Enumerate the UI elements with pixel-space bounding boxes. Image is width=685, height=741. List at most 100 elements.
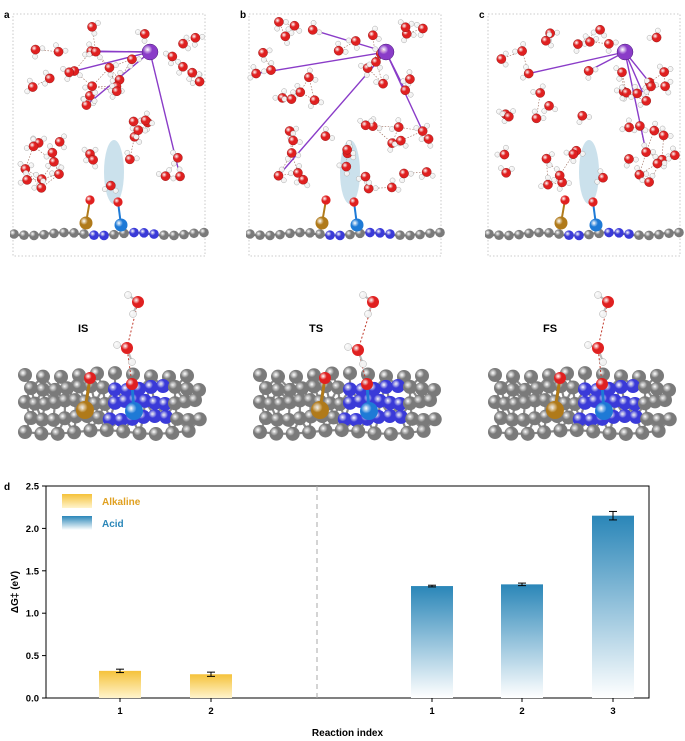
hydrogen-atom: [32, 53, 38, 60]
oxygen-atom: [624, 122, 634, 133]
hydrogen-atom: [81, 146, 88, 153]
carbon-atom: [379, 369, 393, 384]
carbon-atom: [285, 426, 300, 441]
hydrogen-atom: [183, 34, 190, 41]
hydrogen-atom: [310, 20, 317, 26]
oxygen-atom: [660, 81, 670, 92]
nitrogen-atom: [108, 382, 122, 397]
carbon-atom: [318, 423, 333, 438]
hydrogen-atom: [573, 48, 580, 54]
hydrogen-atom: [389, 177, 396, 184]
metal-site-blue: [125, 402, 143, 420]
nitrogen-atom: [574, 230, 584, 241]
carbon-atom: [109, 229, 119, 240]
hydrogen-atom: [427, 142, 434, 149]
water-oxygen: [352, 344, 364, 356]
hydrogen-atom: [546, 162, 553, 168]
zoom-structure-is: [18, 291, 207, 441]
hydrogen-atom: [268, 60, 275, 66]
carbon-atom: [494, 230, 504, 240]
oxygen-atom: [274, 17, 284, 27]
oxygen-atom: [499, 149, 510, 160]
hydrogen-atom: [61, 144, 67, 151]
hydrogen-atom: [372, 46, 379, 53]
oxygen-atom: [178, 61, 188, 72]
adsorbed-oxygen: [321, 195, 331, 205]
hydrogen-atom: [344, 343, 352, 351]
hydrogen-atom: [135, 29, 141, 35]
oxygen-atom: [167, 51, 178, 62]
oxygen-atom: [641, 96, 652, 106]
oxygen-atom: [363, 183, 374, 194]
carbon-atom: [199, 227, 209, 238]
nitrogen-atom: [614, 228, 624, 238]
carbon-atom: [29, 230, 39, 241]
nitrogen-atom: [584, 412, 598, 427]
carbon-atom: [46, 412, 61, 427]
reaction-highlight: [104, 140, 124, 204]
hydrogen-atom: [82, 84, 89, 91]
hydrogen-atom: [646, 34, 653, 41]
hydrogen-atom: [191, 41, 198, 48]
oxygen-atom: [27, 82, 38, 92]
carbon-atom: [530, 381, 544, 396]
hydrogen-atom: [288, 170, 294, 177]
carbon-atom: [39, 229, 49, 240]
metal-site-blue: [360, 402, 378, 420]
carbon-atom: [10, 229, 19, 239]
oxygen-atom: [400, 85, 411, 96]
oxygen-atom: [350, 36, 361, 46]
hydrogen-atom: [563, 149, 570, 156]
cation-atom: [377, 43, 395, 61]
hydrogen-atom: [290, 89, 296, 96]
hydrogen-atom: [95, 20, 101, 26]
oxygen-atom: [44, 73, 55, 84]
oxygen-atom: [573, 39, 583, 49]
oxygen-atom: [49, 157, 59, 167]
oxygen-atom: [273, 170, 284, 181]
hydrogen-atom: [91, 30, 98, 37]
carbon-atom: [504, 426, 519, 441]
carbon-atom: [192, 412, 207, 427]
carbon-atom: [326, 410, 341, 425]
state-label-ts: TS: [309, 323, 324, 335]
carbon-atom: [416, 412, 431, 427]
hydrogen-atom: [60, 66, 66, 72]
carbon-atom: [19, 230, 29, 240]
oxygen-atom: [295, 87, 306, 98]
hydrogen-atom: [592, 66, 599, 73]
oxygen-atom: [651, 32, 662, 43]
hydrogen-atom: [133, 155, 140, 162]
simulation-box-c: [485, 13, 684, 257]
oxygen-atom: [400, 22, 411, 33]
hydrogen-atom: [633, 156, 639, 163]
hydrogen-atom: [551, 176, 557, 183]
hydrogen-atom: [665, 89, 672, 96]
water-oxygen: [132, 296, 144, 308]
x-tick-label: 2: [208, 706, 213, 717]
hydrogen-atom: [665, 155, 672, 162]
carbon-atom: [650, 381, 664, 396]
nitrogen-atom: [393, 396, 407, 411]
nitrogen-atom: [89, 230, 99, 240]
hydrogen-atom: [605, 47, 612, 54]
hydrogen-atom: [343, 170, 350, 177]
hydrogen-atom: [24, 88, 31, 95]
hydrogen-atom: [92, 163, 99, 170]
nitrogen-atom: [394, 409, 408, 424]
carbon-atom: [423, 393, 437, 408]
carbon-atom: [293, 393, 307, 408]
hydrogen-atom: [127, 63, 134, 69]
oxygen-atom: [378, 78, 388, 89]
hydrogen-atom: [189, 80, 196, 86]
nitrogen-atom: [624, 229, 634, 239]
hydrogen-atom: [376, 125, 383, 132]
carbon-atom: [331, 380, 345, 395]
carbon-atom: [72, 368, 86, 383]
hydrogen-atom: [364, 72, 370, 78]
carbon-atom: [638, 379, 652, 394]
hydrogen-atom: [357, 117, 364, 124]
hydrogen-atom: [413, 125, 420, 131]
carbon-atom: [343, 366, 357, 381]
carbon-atom: [415, 229, 425, 240]
